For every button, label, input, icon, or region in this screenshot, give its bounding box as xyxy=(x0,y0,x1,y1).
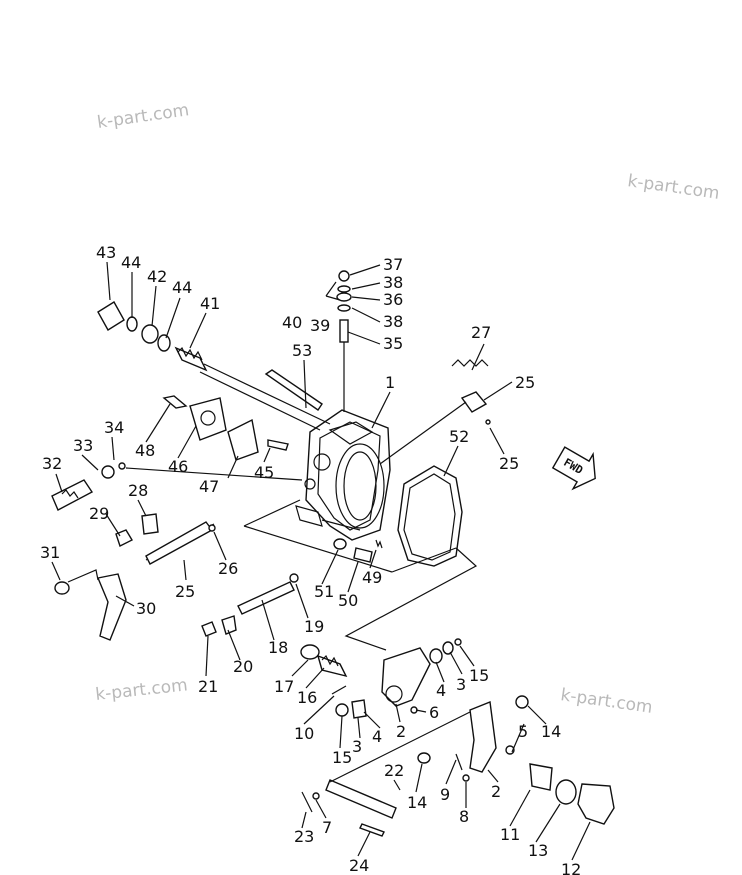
callout-label: 14 xyxy=(541,722,561,741)
callout-label: 28 xyxy=(128,481,148,500)
callout-label: 41 xyxy=(200,294,220,313)
callout-label: 15 xyxy=(469,666,489,685)
housing-part xyxy=(295,409,391,541)
callout-label: 39 xyxy=(310,316,330,335)
leader-lines xyxy=(51,261,591,861)
plate-part xyxy=(189,397,227,441)
callout-label: 2 xyxy=(396,722,406,741)
callout-label: 40 xyxy=(282,313,302,332)
callout-label: 22 xyxy=(384,761,404,780)
callout-label: 42 xyxy=(147,267,167,286)
callout-label: 1 xyxy=(385,373,395,392)
callout-label: 6 xyxy=(429,703,439,722)
callout-label: 52 xyxy=(449,427,469,446)
callout-label: 7 xyxy=(322,818,332,837)
watermark: k-part.com xyxy=(96,100,190,133)
callout-label: 47 xyxy=(199,477,219,496)
callout-label: 4 xyxy=(436,681,446,700)
callout-label: 10 xyxy=(294,724,314,743)
callout-label: 34 xyxy=(104,418,124,437)
callout-label: 49 xyxy=(362,568,382,587)
callout-label: 20 xyxy=(233,657,253,676)
callout-label: 46 xyxy=(168,457,188,476)
callout-label: 21 xyxy=(198,677,218,696)
callout-label: 27 xyxy=(471,323,491,342)
callout-label: 38 xyxy=(383,273,403,292)
watermark: k-part.com xyxy=(559,685,653,718)
callout-label: 36 xyxy=(383,290,403,309)
callout-label: 48 xyxy=(135,441,155,460)
callout-label: 44 xyxy=(172,278,192,297)
callout-label: 9 xyxy=(440,785,450,804)
bushing-part xyxy=(97,301,125,331)
callout-label: 24 xyxy=(349,856,369,875)
callout-label: 8 xyxy=(459,807,469,826)
callout-label: 35 xyxy=(383,334,403,353)
watermark: k-part.com xyxy=(626,171,720,204)
callout-label: 3 xyxy=(456,675,466,694)
callout-label: 26 xyxy=(218,559,238,578)
callout-label: 19 xyxy=(304,617,324,636)
callout-label: 13 xyxy=(528,841,548,860)
callout-label: 38 xyxy=(383,312,403,331)
callout-label: 45 xyxy=(254,463,274,482)
callout-label: 3 xyxy=(352,737,362,756)
callout-label: 32 xyxy=(42,454,62,473)
callout-label: 17 xyxy=(274,677,294,696)
callout-label: 50 xyxy=(338,591,358,610)
callout-label: 11 xyxy=(500,825,520,844)
callout-label: 37 xyxy=(383,255,403,274)
callout-label: 33 xyxy=(73,436,93,455)
callout-label: 14 xyxy=(407,793,427,812)
callout-label: 16 xyxy=(297,688,317,707)
callout-label: 25 xyxy=(499,454,519,473)
callout-label: 53 xyxy=(292,341,312,360)
callout-label: 4 xyxy=(372,727,382,746)
callout-label: 30 xyxy=(136,599,156,618)
callout-label: 12 xyxy=(561,860,581,875)
shaft-part xyxy=(51,479,94,511)
callout-label: 29 xyxy=(89,504,109,523)
gasket-part xyxy=(397,465,463,567)
callout-label: 18 xyxy=(268,638,288,657)
callout-label: 25 xyxy=(175,582,195,601)
callout-label: 43 xyxy=(96,243,116,262)
callout-label: 15 xyxy=(332,748,352,767)
callout-label: 5 xyxy=(518,722,528,741)
callout-label: 23 xyxy=(294,827,314,846)
callout-label: 44 xyxy=(121,253,141,272)
watermark: k-part.com xyxy=(94,675,188,705)
callout-label: 51 xyxy=(314,582,334,601)
lever-part xyxy=(381,647,431,707)
callout-label: 31 xyxy=(40,543,60,562)
callout-label: 25 xyxy=(515,373,535,392)
callout-label: 2 xyxy=(491,782,501,801)
forward-arrow-icon: FWD xyxy=(551,446,596,491)
